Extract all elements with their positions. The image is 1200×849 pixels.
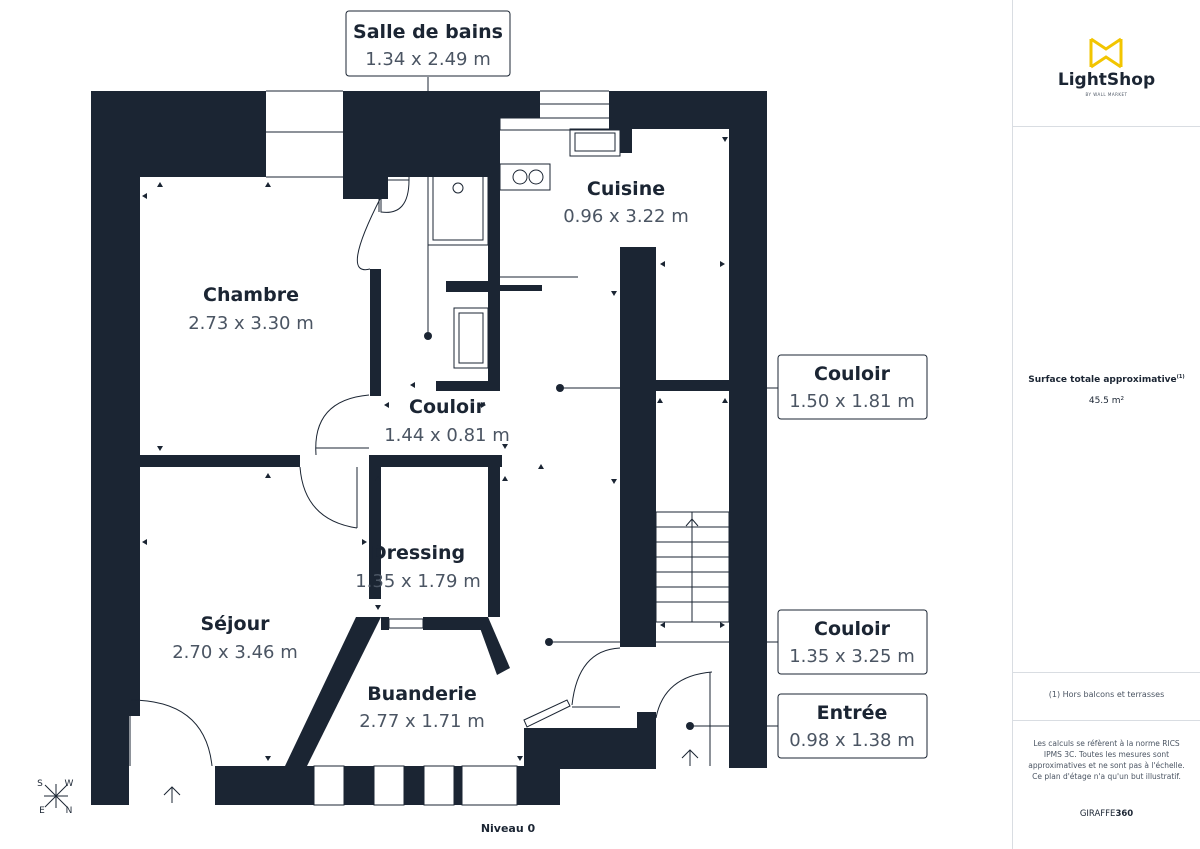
compass-w: W [65,779,74,789]
room-dims: 1.34 x 2.49 m [365,49,491,70]
callout-salle-de-bains: Salle de bains 1.34 x 2.49 m [345,10,511,77]
kitchen-fixtures [499,117,625,278]
room-name: Couloir [814,363,891,385]
room-dims: 1.44 x 0.81 m [384,425,510,446]
compass-s: S [37,779,43,789]
callout-entree: Entrée 0.98 x 1.38 m [777,693,928,759]
entry-arrows [163,749,699,803]
brand-section: LightShop BY WALL MARKET [1013,0,1200,127]
surface-note-ref: (1) [1176,374,1185,380]
room-label-dressing: Dressing 1.35 x 1.79 m [355,542,481,592]
room-name: Salle de bains [353,21,503,43]
room-dims: 1.50 x 1.81 m [789,391,915,412]
callout-couloir-b: Couloir 1.35 x 3.25 m [777,609,928,675]
room-dims: 1.35 x 1.79 m [355,571,481,592]
room-dims: 2.73 x 3.30 m [188,313,314,334]
credit-suffix: 360 [1115,809,1134,819]
window-top-kitchen [540,90,609,119]
disclaimer: Les calculs se réfèrent à la norme RICS … [1028,739,1185,781]
window-top-left [266,90,343,178]
room-name: Buanderie [367,683,477,705]
sidebar: LightShop BY WALL MARKET Surface totale … [1012,0,1200,849]
footnote-section: (1) Hors balcons et terrasses [1013,672,1200,721]
room-dims: 0.96 x 3.22 m [563,206,689,227]
footnote: (1) Hors balcons et terrasses [1048,690,1165,699]
disclaimer-section: Les calculs se réfèrent à la norme RICS … [1013,720,1200,849]
dimension-markers [142,137,728,761]
room-label-sejour: Séjour 2.70 x 3.46 m [172,613,298,663]
compass-icon: S W E N [37,779,73,816]
room-dims: 1.35 x 3.25 m [789,646,915,667]
room-name: Dressing [371,542,465,564]
room-dims: 2.70 x 3.46 m [172,642,298,663]
brand-tagline: BY WALL MARKET [1085,92,1128,97]
callout-leaders [427,77,778,730]
room-label-buanderie: Buanderie 2.77 x 1.71 m [359,683,485,732]
stairs [655,511,730,623]
brand-name: LightShop [1057,70,1156,90]
room-name: Cuisine [587,178,665,200]
room-name: Entrée [817,702,888,724]
surface-label-row: Surface totale approximative(1) [1013,374,1200,385]
room-label-cuisine: Cuisine 0.96 x 3.22 m [563,178,689,227]
surface-label: Surface totale approximative [1028,375,1177,385]
surface-value: 45.5 m² [1088,396,1125,406]
room-name: Séjour [200,613,270,635]
level-label: Niveau 0 [481,822,536,835]
bathroom-fixtures [380,164,489,369]
window-dressing [388,618,424,629]
room-dims: 2.77 x 1.71 m [359,711,485,732]
floor-plan: Chambre 2.73 x 3.30 m Cuisine 0.96 x 3.2… [37,10,928,835]
lightshop-logo-icon [1089,37,1123,69]
doors [129,196,713,767]
compass-e: E [39,806,45,816]
room-label-chambre: Chambre 2.73 x 3.30 m [188,284,314,334]
windows [266,90,609,806]
credit-prefix: GIRAFFE [1079,809,1116,819]
windows-bottom [313,765,518,806]
surface-section: Surface totale approximative(1) 45.5 m² [1013,126,1200,673]
room-dims: 0.98 x 1.38 m [789,730,915,751]
callout-couloir-a: Couloir 1.50 x 1.81 m [777,354,928,420]
room-label-couloir-small: Couloir 1.44 x 0.81 m [384,396,510,446]
credit: GIRAFFE360 [1013,809,1200,819]
walls [91,91,767,805]
room-name: Chambre [203,284,299,306]
compass-n: N [66,806,73,816]
room-name: Couloir [409,396,486,418]
room-name: Couloir [814,618,891,640]
